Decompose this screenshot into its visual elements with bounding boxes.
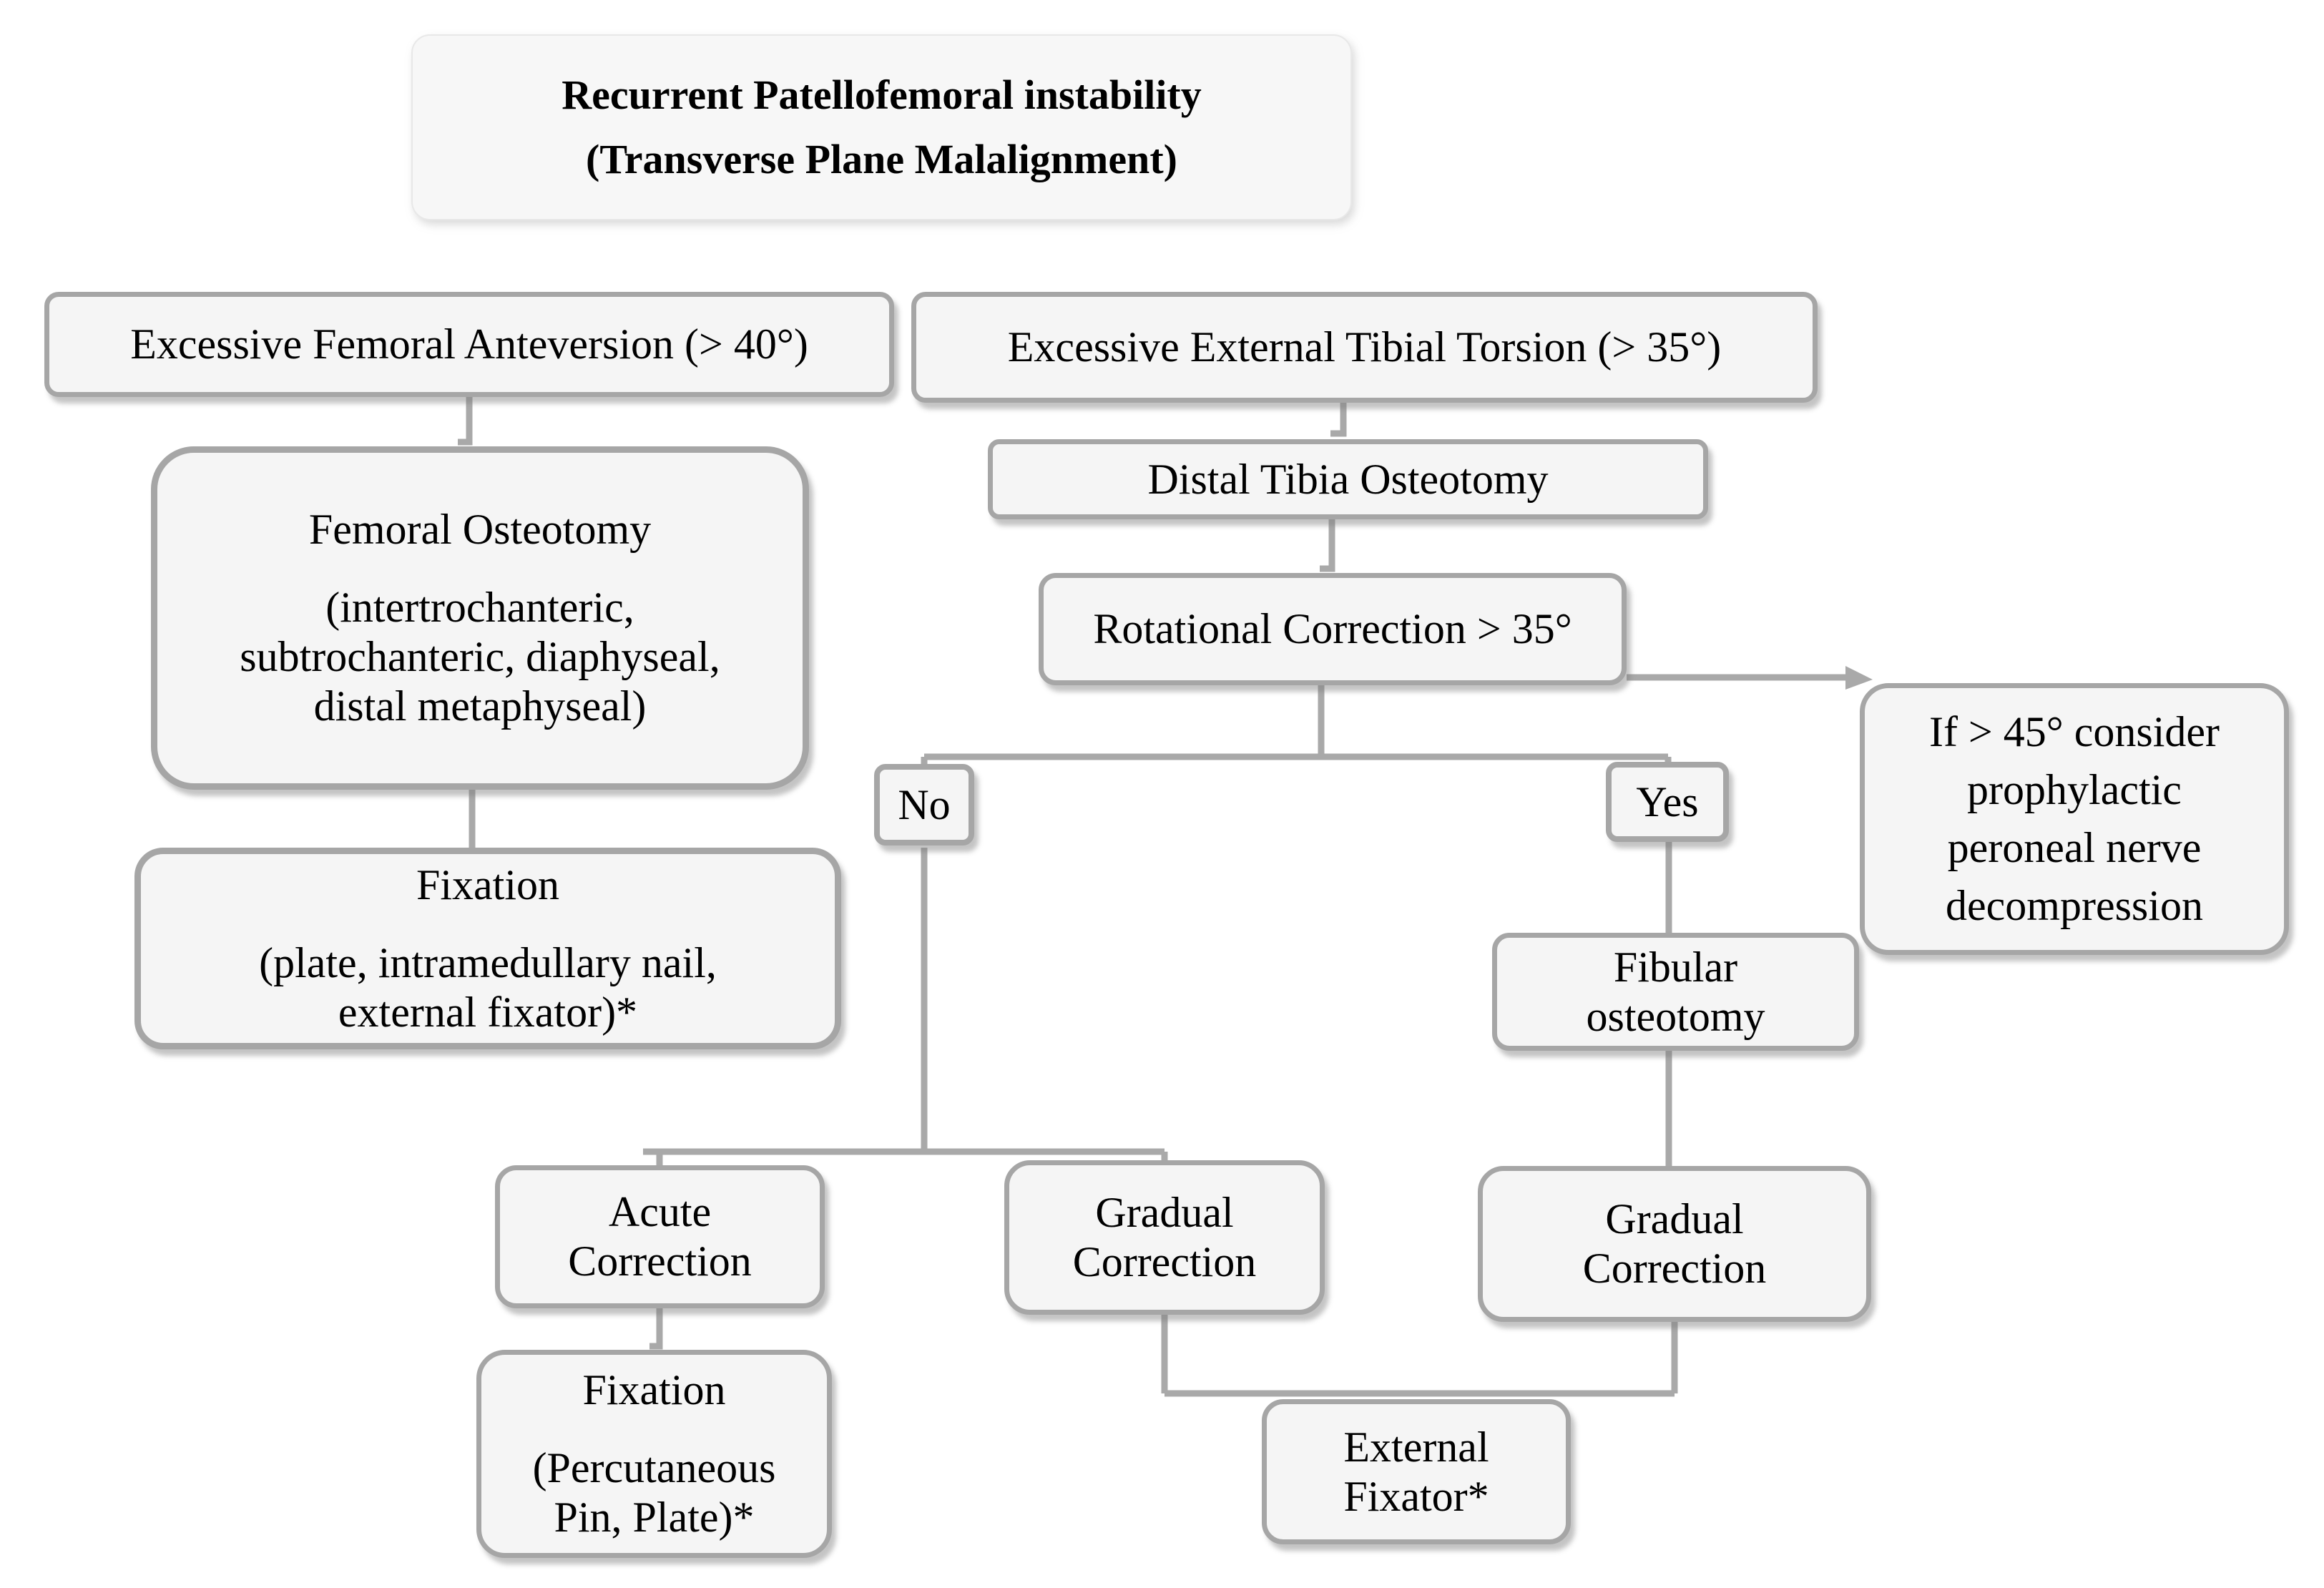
node-yes: Yes bbox=[1606, 762, 1729, 842]
connector-rotational-to-branch bbox=[921, 685, 1672, 769]
node-gradual-correction-right: Gradual Correction bbox=[1478, 1166, 1871, 1322]
node-if-45-peroneal-note: If > 45° consider prophylactic peroneal … bbox=[1860, 683, 2289, 955]
node-fibular-osteotomy: Fibular osteotomy bbox=[1492, 933, 1859, 1051]
node-rotational-correction: Rotational Correction > 35° bbox=[1039, 573, 1627, 685]
connector-graduals-to-external-fixator bbox=[1161, 1312, 1678, 1397]
arrowhead-if45 bbox=[1845, 666, 1873, 690]
node-fixation-femoral-title: Fixation bbox=[416, 861, 559, 908]
node-femoral-osteotomy-detail: (intertrochanteric, subtrochanteric, dia… bbox=[240, 584, 720, 730]
node-title: Recurrent Patellofemoral instability (Tr… bbox=[411, 34, 1352, 220]
connector-no-to-corrections bbox=[643, 848, 1168, 1167]
node-acute-correction: Acute Correction bbox=[495, 1165, 825, 1308]
node-fixation-femoral-detail: (plate, intramedullary nail, external fi… bbox=[259, 938, 717, 1036]
node-fixation-percutaneous-detail: (Percutaneous Pin, Plate)* bbox=[532, 1444, 776, 1541]
node-femoral-osteotomy: Femoral Osteotomy (intertrochanteric, su… bbox=[151, 446, 809, 790]
connector-tibial-torsion-to-distal-tibia bbox=[1330, 403, 1347, 437]
node-excessive-femoral-anteversion: Excessive Femoral Anteversion (> 40°) bbox=[44, 292, 894, 397]
node-fixation-femoral: Fixation (plate, intramedullary nail, ex… bbox=[134, 848, 841, 1049]
node-external-fixator: External Fixator* bbox=[1262, 1399, 1571, 1544]
node-excessive-external-tibial-torsion: Excessive External Tibial Torsion (> 35°… bbox=[911, 292, 1818, 403]
node-distal-tibia-osteotomy: Distal Tibia Osteotomy bbox=[988, 439, 1708, 519]
connector-femoral-to-fixation bbox=[451, 790, 476, 855]
connector-acute-to-fixation bbox=[649, 1308, 663, 1350]
node-no: No bbox=[874, 764, 974, 846]
connector-anteversion-to-femoral-osteotomy bbox=[458, 397, 473, 446]
node-fixation-percutaneous-title: Fixation bbox=[582, 1366, 726, 1413]
node-fixation-percutaneous: Fixation (Percutaneous Pin, Plate)* bbox=[476, 1350, 832, 1558]
node-gradual-correction-mid: Gradual Correction bbox=[1004, 1160, 1325, 1315]
connector-distal-tibia-to-rotational bbox=[1320, 519, 1335, 572]
node-femoral-osteotomy-title: Femoral Osteotomy bbox=[308, 506, 652, 553]
